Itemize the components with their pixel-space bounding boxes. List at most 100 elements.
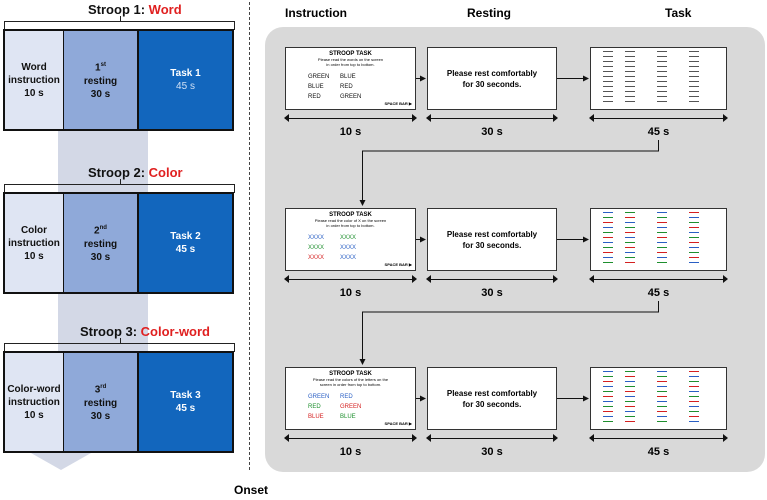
space-bar-hint: SPACE BAR ▶ (384, 262, 412, 267)
task-stimulus-mark (689, 86, 699, 87)
task-stimulus-mark (689, 217, 699, 218)
task-text: 45 s (175, 403, 196, 414)
task-segment: Task 3 45 s (139, 353, 232, 451)
task-stimulus-mark (689, 386, 699, 387)
task-screen (590, 208, 727, 271)
task-stimulus-mark (657, 101, 667, 102)
task-stimulus-mark (625, 247, 635, 248)
task-stimulus-mark (603, 66, 613, 67)
task-stimulus-mark (603, 386, 613, 387)
header-instruction: Instruction (285, 6, 347, 20)
task-stimulus-mark (625, 411, 635, 412)
task-stimulus-column (625, 212, 635, 267)
task-stimulus-column (657, 51, 667, 106)
task-stimulus-mark (657, 217, 667, 218)
task-stimulus-mark (689, 371, 699, 372)
task-stimulus-mark (689, 252, 699, 253)
task-stimulus-mark (657, 406, 667, 407)
stimulus-word: XXXX (308, 255, 325, 261)
duration-arrow (426, 275, 558, 287)
block-brace (4, 179, 235, 193)
task-stimulus-mark (657, 222, 667, 223)
duration-label: 45 s (647, 126, 670, 138)
task-stimulus-mark (657, 81, 667, 82)
duration-label: 30 s (481, 446, 503, 458)
task-stimulus-mark (689, 381, 699, 382)
task-stimulus-mark (689, 227, 699, 228)
task-stimulus-mark (689, 222, 699, 223)
duration-label: 10 s (339, 126, 362, 138)
task-stimulus-mark (625, 376, 635, 377)
task-stimulus-mark (657, 66, 667, 67)
resting-message-line: Please rest comfortably (446, 388, 538, 398)
task-stimulus-mark (603, 242, 613, 243)
task-stimulus-mark (625, 386, 635, 387)
task-stimulus-mark (657, 386, 667, 387)
stroop-block-title: Stroop 3: Color-word (80, 324, 210, 339)
instruction-screen-text: screen in order from top to bottom. (319, 382, 382, 387)
resting-ordinal-suffix: nd (99, 225, 107, 232)
task-text: Task 3 (170, 390, 201, 401)
instruction-screen-text: Please read the words on the screen (317, 57, 384, 62)
duration-arrow (284, 434, 417, 446)
stimulus-word: XXXX (340, 245, 357, 251)
task-stimulus-mark (657, 396, 667, 397)
task-stimulus-mark (689, 396, 699, 397)
task-stimulus-mark (689, 257, 699, 258)
task-stimulus-mark (657, 252, 667, 253)
instruction-text: instruction (8, 396, 60, 408)
task-stimulus-mark (603, 416, 613, 417)
task-stimulus-mark (689, 56, 699, 57)
instruction-text: instruction (8, 74, 60, 86)
instruction-text: Word (21, 61, 47, 73)
task-stimulus-mark (603, 96, 613, 97)
task-stimulus-mark (689, 376, 699, 377)
task-text: Task 2 (170, 231, 201, 242)
task-stimulus-mark (689, 401, 699, 402)
task-stimulus-mark (657, 411, 667, 412)
task-stimulus-mark (625, 252, 635, 253)
task-stimulus-column (603, 212, 613, 267)
stimulus-word: RED (340, 84, 353, 90)
task-stimulus-mark (603, 237, 613, 238)
stimulus-word: RED (340, 394, 353, 400)
task-stimulus-mark (603, 71, 613, 72)
task-stimulus-mark (689, 96, 699, 97)
task-stimulus-mark (625, 51, 635, 52)
task-stimulus-mark (625, 391, 635, 392)
task-stimulus-mark (603, 257, 613, 258)
resting-number: 2 (94, 225, 100, 237)
instruction-screen-title: STROOP TASK (329, 371, 372, 377)
task-stimulus-mark (625, 257, 635, 258)
task-stimulus-mark (625, 401, 635, 402)
task-stimulus-column (689, 51, 699, 106)
resting-text: resting (83, 75, 118, 87)
task-stimulus-mark (657, 376, 667, 377)
onset-label: Onset (234, 483, 269, 497)
task-stimulus-mark (689, 81, 699, 82)
instruction-text: Color-word (7, 383, 61, 395)
task-stimulus-mark (689, 391, 699, 392)
task-stimulus-mark (603, 421, 613, 422)
resting-message-line: for 30 seconds. (462, 79, 522, 89)
header-resting: Resting (467, 6, 512, 20)
duration-arrow (589, 275, 728, 287)
task-stimulus-mark (625, 76, 635, 77)
instruction-screen-title: STROOP TASK (329, 51, 372, 57)
stimulus-word: XXXX (308, 245, 325, 251)
task-stimulus-mark (603, 401, 613, 402)
stimulus-word: BLUE (308, 414, 324, 420)
task-stimulus-mark (657, 242, 667, 243)
task-stimulus-mark (603, 371, 613, 372)
task-stimulus-mark (603, 227, 613, 228)
